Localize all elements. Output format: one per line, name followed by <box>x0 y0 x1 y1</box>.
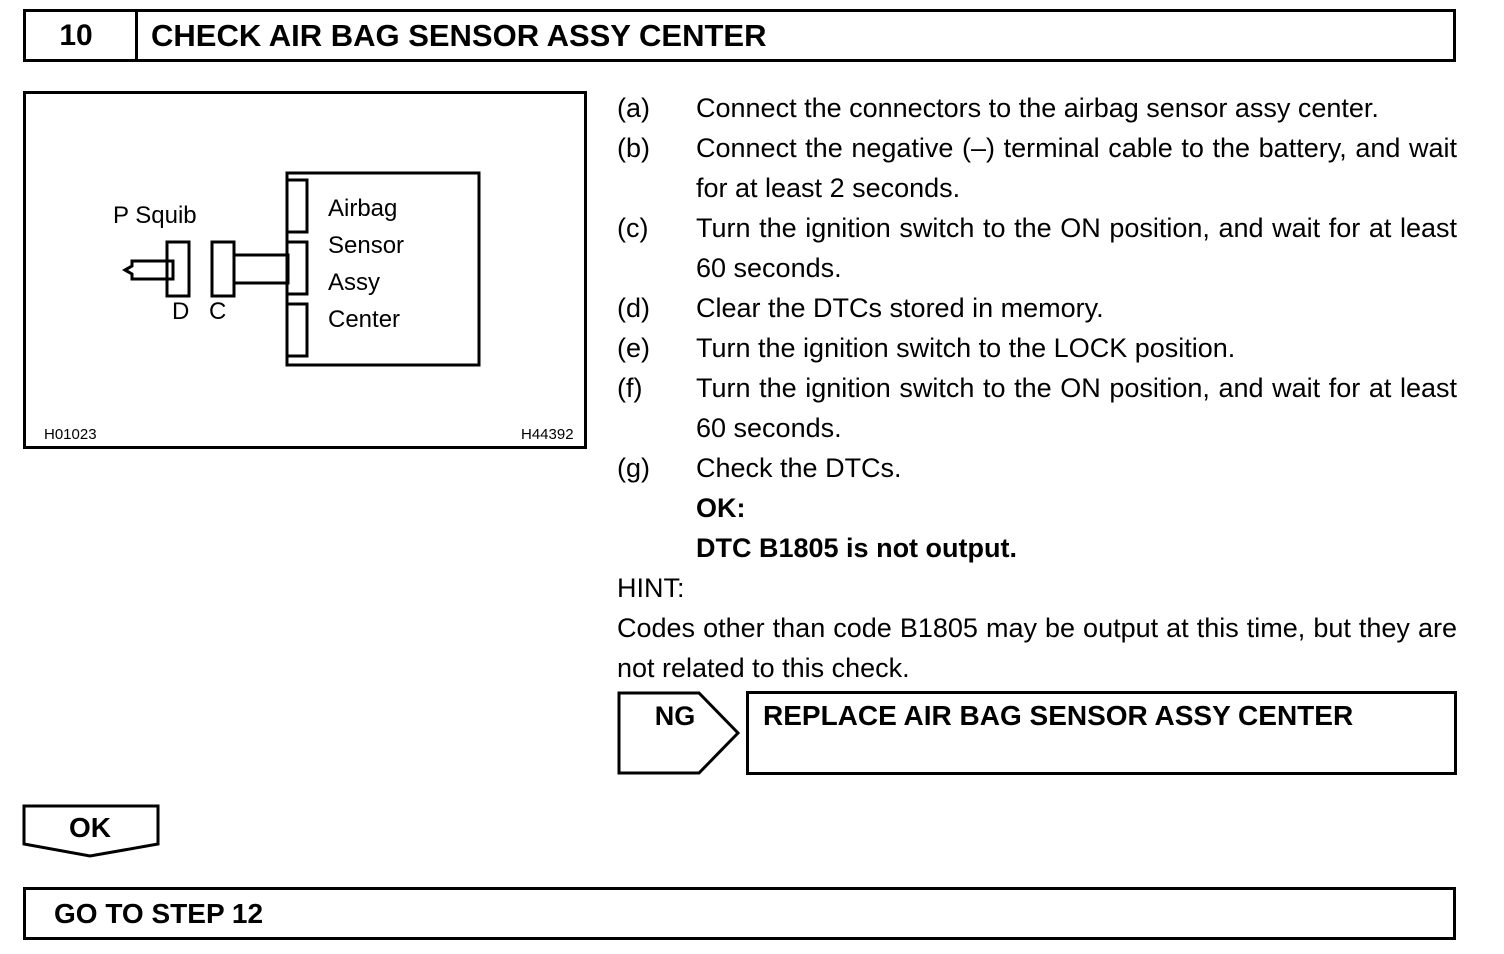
step-item-c: (c) Turn the ignition switch to the ON p… <box>617 208 1457 288</box>
ng-action-box: REPLACE AIR BAG SENSOR ASSY CENTER <box>746 691 1457 775</box>
step-letter: (d) <box>617 293 650 323</box>
hint-text: Codes other than code B1805 may be outpu… <box>617 613 1457 683</box>
ng-arrow-shape <box>617 691 741 775</box>
connector-c <box>210 240 236 298</box>
ok-arrow-shape <box>22 804 160 858</box>
figure-code-right: H44392 <box>521 426 574 443</box>
sensor-connector-3 <box>285 302 309 358</box>
step-letter: (g) <box>617 453 650 483</box>
step-text: Connect the negative (–) terminal cable … <box>696 133 1457 203</box>
sensor-label-line-3: Assy <box>328 269 381 296</box>
step-item-d: (d) Clear the DTCs stored in memory. <box>617 288 1457 328</box>
step-item-g: (g) Check the DTCs. <box>617 448 1457 488</box>
step-title: CHECK AIR BAG SENSOR ASSY CENTER <box>151 18 767 53</box>
ok-criteria-label: OK: <box>696 493 746 523</box>
connector-c-label: C <box>209 298 227 325</box>
step-number-cell: 10 <box>26 12 138 59</box>
hint-label: HINT: <box>617 573 685 603</box>
connector-d-label: D <box>172 298 190 325</box>
procedure-steps: (a) Connect the connectors to the airbag… <box>617 88 1457 688</box>
connector-d <box>165 240 191 298</box>
step-item-a: (a) Connect the connectors to the airbag… <box>617 88 1457 128</box>
step-letter: (f) <box>617 373 643 403</box>
step-text: Turn the ignition switch to the ON posit… <box>696 373 1457 443</box>
sensor-connector-1 <box>285 178 309 234</box>
ok-criteria-text: DTC B1805 is not output. <box>696 533 1018 563</box>
sensor-label-line-1: Airbag <box>328 195 398 222</box>
p-squib-label: P Squib <box>113 202 197 229</box>
step-text: Connect the connectors to the airbag sen… <box>696 93 1379 123</box>
figure-code-left: H01023 <box>44 426 97 443</box>
sensor-connector-2 <box>285 240 309 296</box>
harness <box>232 253 290 285</box>
step-item-b: (b) Connect the negative (–) terminal ca… <box>617 128 1457 208</box>
ng-label: NG <box>654 701 696 731</box>
step-item-f: (f) Turn the ignition switch to the ON p… <box>617 368 1457 448</box>
step-text: Clear the DTCs stored in memory. <box>696 293 1104 323</box>
connector-diagram: P Squib D C Airbag Sensor Assy Center H0… <box>23 91 587 449</box>
step-item-e: (e) Turn the ignition switch to the LOCK… <box>617 328 1457 368</box>
diagram-drawing <box>121 171 481 367</box>
ok-action-text: GO TO STEP 12 <box>54 898 264 929</box>
step-letter: (e) <box>617 333 650 363</box>
step-letter: (a) <box>617 93 650 123</box>
step-header: 10 CHECK AIR BAG SENSOR ASSY CENTER <box>23 9 1456 62</box>
step-number: 10 <box>59 19 93 52</box>
ok-action-box: GO TO STEP 12 <box>23 887 1456 940</box>
step-text: Turn the ignition switch to the LOCK pos… <box>696 333 1236 363</box>
ng-action-text: REPLACE AIR BAG SENSOR ASSY CENTER <box>763 700 1354 731</box>
step-letter: (b) <box>617 133 650 163</box>
step-text: Turn the ignition switch to the ON posit… <box>696 213 1457 283</box>
ok-label: OK <box>69 812 111 843</box>
step-letter: (c) <box>617 213 649 243</box>
step-text: Check the DTCs. <box>696 453 902 483</box>
sensor-label-line-2: Sensor <box>328 232 405 259</box>
sensor-label-line-4: Center <box>328 306 401 333</box>
